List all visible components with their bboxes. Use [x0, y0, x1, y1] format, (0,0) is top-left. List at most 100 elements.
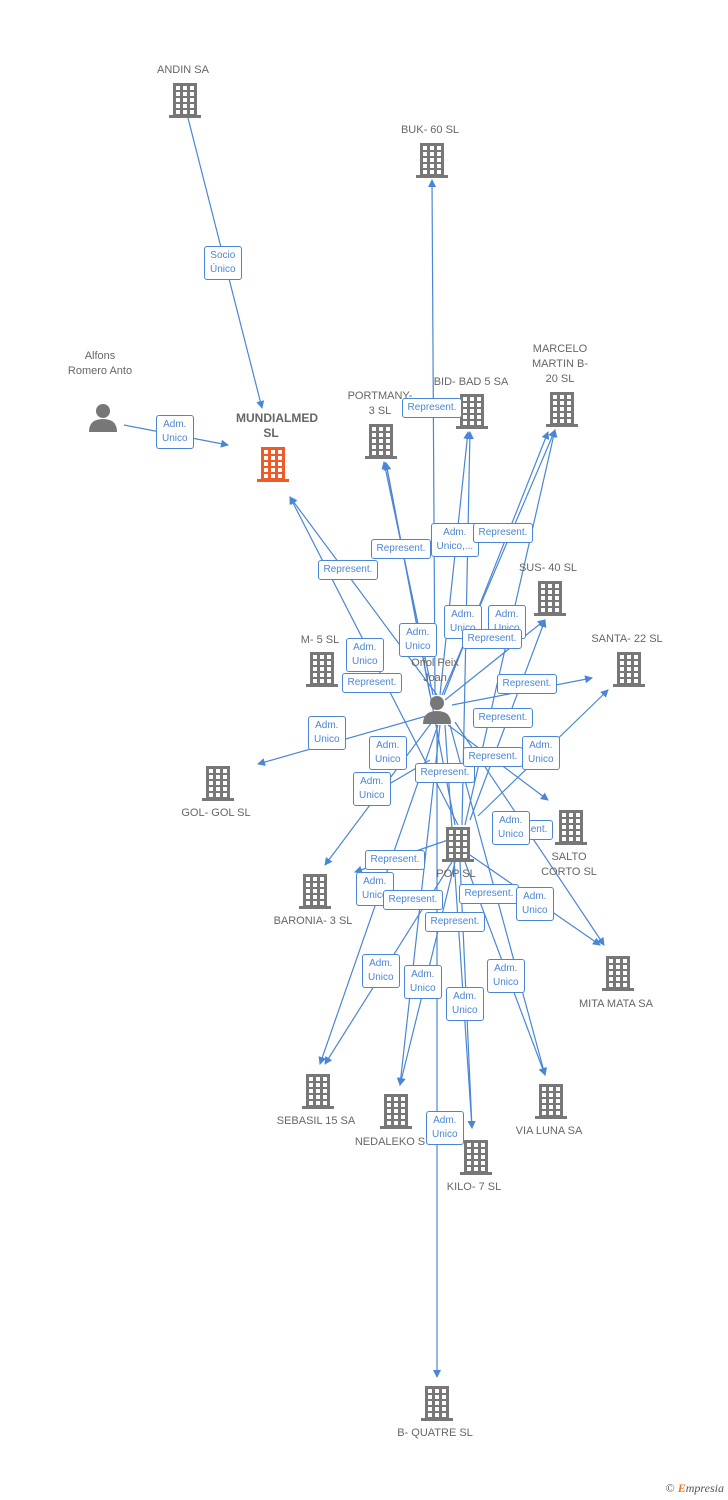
building-icon-salto[interactable]: [555, 810, 587, 845]
node-label-bquatre[interactable]: B- QUATRE SL: [397, 1427, 473, 1439]
edge-line: [443, 431, 550, 696]
building-icon-buk[interactable]: [416, 143, 448, 178]
edge-label-line: Adm.: [376, 740, 400, 751]
edge-label[interactable]: Adm. Unico: [399, 623, 437, 657]
node-label-golgol[interactable]: GOL- GOL SL: [181, 807, 251, 819]
edge-label[interactable]: Represent.: [472, 523, 534, 543]
edge-label[interactable]: Adm.Unico: [353, 772, 391, 806]
building-icon-m5[interactable]: [306, 652, 338, 687]
edge-label-line: Adm.: [163, 419, 187, 430]
building-icon-golgol[interactable]: [202, 766, 234, 801]
edge-label[interactable]: Represent.: [496, 674, 558, 694]
node-label-baronia[interactable]: BARONIA- 3 SL: [273, 915, 353, 927]
edge-label-line: Unico: [405, 641, 431, 652]
edge-label-line: Socio: [210, 250, 236, 261]
edge-label[interactable]: Adm. Unico: [487, 959, 525, 993]
edge-label[interactable]: Represent.: [401, 398, 463, 418]
edge-label[interactable]: Represent.: [317, 560, 379, 580]
building-icon-portmany[interactable]: [365, 424, 397, 459]
edge-label-line: Unico: [493, 977, 519, 988]
node-label-bid[interactable]: BID- BAD 5 SA: [433, 376, 509, 388]
edge-line: [439, 431, 472, 696]
edge-label[interactable]: Represent.: [458, 884, 520, 904]
edge-label[interactable]: Adm.Unico: [522, 736, 560, 770]
building-icon-baronia[interactable]: [299, 874, 331, 909]
edge-line: [428, 179, 437, 696]
building-icon-nedaleko[interactable]: [380, 1094, 412, 1129]
edge-label-line: Adm.: [499, 815, 523, 826]
edge-label[interactable]: Adm.Unico: [516, 887, 554, 921]
building-icon-bid[interactable]: [456, 394, 488, 429]
node-label-pop[interactable]: POP SL: [436, 868, 476, 880]
edge-label[interactable]: Adm.Unico: [356, 872, 394, 906]
edge-label[interactable]: Adm.Unico: [369, 736, 407, 770]
icons-layer: [89, 83, 645, 1421]
node-label-nedaleko[interactable]: NEDALEKO S: [354, 1136, 426, 1148]
edge-label-line: Adm.: [433, 1115, 457, 1126]
node-label-m5[interactable]: M- 5 SL: [300, 634, 340, 646]
edge-label[interactable]: Adm.Unico,...: [430, 523, 480, 557]
edge-label-line: Único: [210, 264, 236, 275]
building-icon-santa[interactable]: [613, 652, 645, 687]
node-label-oriol[interactable]: Oriol Peix Joan: [411, 657, 459, 684]
edge-label[interactable]: Adm. Unico: [492, 811, 530, 845]
edge-label[interactable]: Represent.: [414, 763, 476, 783]
edge-label-line: Adm.: [453, 991, 477, 1002]
edge-label[interactable]: Adm.Unico: [346, 638, 384, 672]
edge-label[interactable]: Represent.: [462, 747, 524, 767]
edge-label-line: Unico: [352, 656, 378, 667]
edge-label-line: Adm.: [495, 609, 519, 620]
edge-label[interactable]: Adm.Unico: [362, 954, 400, 988]
edge-label[interactable]: Represent.: [461, 629, 523, 649]
building-icon-mita[interactable]: [602, 956, 634, 991]
building-icon-bquatre[interactable]: [421, 1386, 453, 1421]
building-icon-andin[interactable]: [169, 83, 201, 118]
node-label-santa[interactable]: SANTA- 22 SL: [591, 633, 663, 645]
edge-label[interactable]: Represent.: [472, 708, 534, 728]
edge-label-line: Adm.: [411, 969, 435, 980]
building-icon-marcelo[interactable]: [546, 392, 578, 427]
edge-label-line: Adm.: [315, 720, 339, 731]
edge-label[interactable]: Adm.Unico: [404, 965, 442, 999]
edge-label-line: Adm.: [494, 963, 518, 974]
edge-label[interactable]: Adm.Unico: [308, 716, 346, 750]
node-label-sus[interactable]: SUS- 40 SL: [518, 562, 578, 574]
node-label-mita[interactable]: MITA MATA SA: [579, 998, 653, 1010]
building-icon-kilo[interactable]: [460, 1140, 492, 1175]
edge-label[interactable]: Adm.Unico: [156, 415, 194, 449]
edge-label[interactable]: Represent.: [370, 539, 432, 559]
edge-label-line: Adm.: [529, 740, 553, 751]
node-label-marcelo[interactable]: MARCELO MARTIN B- 20 SL: [531, 343, 589, 385]
edge-label[interactable]: Represent.: [364, 850, 426, 870]
node-label-sebasil[interactable]: SEBASIL 15 SA: [276, 1115, 356, 1127]
node-label-mundialmed[interactable]: MUNDIALMED SL: [236, 411, 318, 440]
node-label-alfons[interactable]: Alfons Romero Anto: [67, 350, 133, 377]
edge-label[interactable]: Represent.: [382, 890, 444, 910]
building-icon-vialuna[interactable]: [535, 1084, 567, 1119]
node-label-kilo[interactable]: KILO- 7 SL: [446, 1181, 502, 1193]
edge-label[interactable]: Adm.Unico: [446, 987, 484, 1021]
building-icon-sus[interactable]: [534, 581, 566, 616]
edge-label-line: Adm.: [406, 627, 430, 638]
building-icon-pop[interactable]: [442, 827, 474, 862]
copyright-symbol: ©: [665, 1481, 675, 1495]
node-label-andin[interactable]: ANDIN SA: [157, 64, 209, 76]
edge-label-line: Unico: [362, 890, 388, 901]
building-icon-sebasil[interactable]: [302, 1074, 334, 1109]
edge-label-line: Unico: [498, 829, 524, 840]
node-label-portmany[interactable]: PORTMANY- 3 SL: [347, 390, 413, 417]
footer-brand: © Empresia: [666, 1481, 724, 1496]
person-icon-alfons[interactable]: [89, 404, 117, 432]
edge-label[interactable]: Represent.: [424, 912, 486, 932]
node-label-salto[interactable]: SALTO CORTO SL: [541, 851, 597, 878]
edge-label-line: Adm.: [523, 891, 547, 902]
edge-label[interactable]: Adm.Unico: [426, 1111, 464, 1145]
building-icon-mundialmed[interactable]: [257, 447, 289, 482]
node-label-buk[interactable]: BUK- 60 SL: [400, 124, 460, 136]
person-icon-oriol[interactable]: [423, 696, 451, 724]
edge-label[interactable]: Represent.: [341, 673, 403, 693]
node-label-vialuna[interactable]: VIA LUNA SA: [515, 1125, 583, 1137]
brand-name: mpresia: [685, 1481, 724, 1495]
